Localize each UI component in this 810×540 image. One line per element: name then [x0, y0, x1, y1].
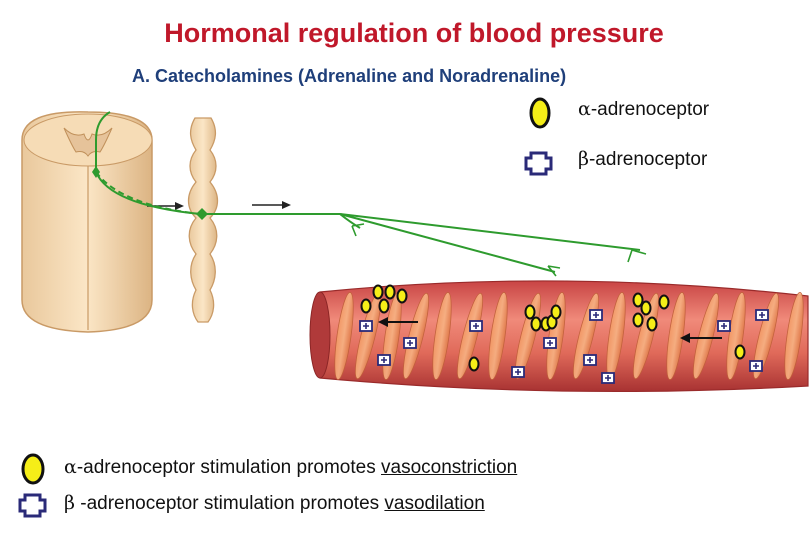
- muscle-band: [402, 292, 430, 380]
- statement-beta: β -adrenoceptor stimulation promotes vas…: [64, 492, 485, 515]
- muscle-band: [456, 292, 484, 380]
- muscle-band: [488, 292, 508, 380]
- legend-alpha: α-adrenoceptor: [578, 98, 709, 121]
- alpha-receptor-icon: [658, 294, 670, 310]
- beta-receptor-icon: [717, 320, 731, 332]
- statement-beta-symbol: β: [64, 492, 75, 514]
- alpha-receptor-icon: [360, 298, 372, 314]
- legend-alpha-receptor-icon: [529, 97, 551, 129]
- alpha-receptor-icon: [524, 304, 536, 320]
- smooth-muscle-bands: [334, 292, 804, 380]
- beta-receptor-icon: [403, 337, 417, 349]
- beta-receptor-icon: [543, 337, 557, 349]
- page-subtitle: A. Catecholamines (Adrenaline and Noradr…: [132, 66, 567, 86]
- alpha-symbol: α: [578, 98, 591, 120]
- muscle-band: [752, 292, 780, 380]
- page-title: Hormonal regulation of blood pressure: [164, 18, 664, 48]
- beta-receptor-icon: [755, 309, 769, 321]
- legend-beta-label: -adrenoceptor: [588, 149, 708, 170]
- alpha-receptor-icon: [646, 316, 658, 332]
- alpha-receptor-icon: [378, 298, 390, 314]
- beta-receptor-icon: [469, 320, 483, 332]
- alpha-receptor-icon: [734, 344, 746, 360]
- muscle-band: [632, 292, 660, 380]
- alpha-receptor-icon: [384, 284, 396, 300]
- beta-receptor-icon: [601, 372, 615, 384]
- statement-beta-receptor-icon: [18, 493, 47, 518]
- statement-alpha-effect: vasoconstriction: [381, 457, 518, 478]
- nerve-node-2: [196, 208, 208, 220]
- beta-receptor-icon: [377, 354, 391, 366]
- signal-arrow-2: [252, 201, 291, 209]
- muscle-band: [784, 292, 804, 380]
- vessel-arrow-left: [378, 317, 418, 327]
- sympathetic-chain: [187, 117, 219, 323]
- nerve-node-1: [92, 166, 100, 178]
- statement-alpha-text: -adrenoceptor stimulation promotes: [76, 457, 381, 478]
- legend-beta-receptor-icon: [524, 151, 553, 176]
- legend-alpha-label: -adrenoceptor: [590, 99, 710, 120]
- muscle-band: [726, 292, 746, 380]
- alpha-receptor-icon: [640, 300, 652, 316]
- alpha-receptor-icon: [632, 312, 644, 328]
- receptor-markers: [359, 284, 769, 384]
- nerve-fibers: [95, 111, 647, 277]
- alpha-receptor-icon: [468, 356, 480, 372]
- beta-receptor-icon: [583, 354, 597, 366]
- vessel-arrow-right: [680, 333, 722, 343]
- alpha-receptor-icon: [396, 288, 408, 304]
- muscle-band: [432, 292, 452, 380]
- beta-receptor-icon: [359, 320, 373, 332]
- beta-receptor-icon: [589, 309, 603, 321]
- alpha-receptor-icon: [632, 292, 644, 308]
- beta-receptor-icon: [511, 366, 525, 378]
- beta-receptor-icon: [749, 360, 763, 372]
- spinal-cord: [21, 111, 153, 333]
- alpha-receptor-icon: [550, 304, 562, 320]
- alpha-receptor-icon: [372, 284, 384, 300]
- legend-beta: β-adrenoceptor: [578, 148, 707, 171]
- statement-alpha-receptor-icon: [21, 453, 45, 485]
- muscle-band: [334, 292, 354, 380]
- beta-symbol: β: [578, 148, 589, 170]
- statement-beta-text: -adrenoceptor stimulation promotes: [74, 493, 385, 514]
- alpha-receptor-icon: [530, 316, 542, 332]
- statement-alpha: α-adrenoceptor stimulation promotes vaso…: [64, 456, 517, 479]
- statement-beta-effect: vasodilation: [384, 493, 485, 514]
- statement-alpha-symbol: α: [64, 456, 77, 478]
